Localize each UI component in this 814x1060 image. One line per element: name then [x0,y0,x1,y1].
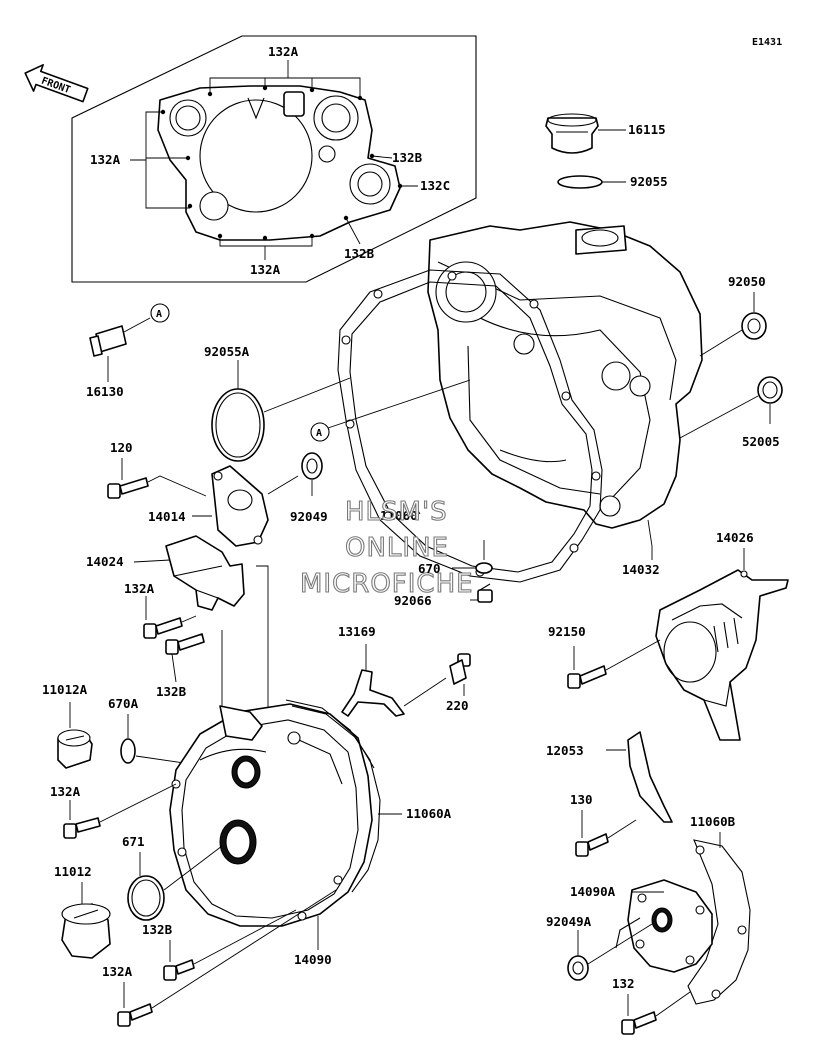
watermark-line-2: ONLINE [345,533,449,563]
bolt-132B-lower: 132B [142,909,297,981]
label-11060A: 11060A [406,806,452,821]
marker-A-2: A [316,428,322,439]
label-14032: 14032 [622,562,660,577]
seal-52005: 52005 [679,376,783,449]
label-132A-2: 132A [50,784,81,799]
label-16115: 16115 [628,122,666,137]
fitting-16130: A 16130 [86,303,170,399]
label-11060: 11060 [380,508,418,523]
label-11012A: 11012A [42,682,88,697]
marker-A-1: A [156,309,162,320]
label-92050: 92050 [728,274,766,289]
bolt-130: 130 [570,792,637,857]
label-14090A: 14090A [570,884,616,899]
bolt-220: 220 [446,653,471,713]
label-132B-inset-1: 132B [392,150,423,165]
label-14024: 14024 [86,554,124,569]
label-92150: 92150 [548,624,586,639]
label-14014: 14014 [148,509,186,524]
guard-14024: 14024 [86,535,245,611]
generator-cover-14090: 14090 [169,703,373,967]
gasket-11060B: 11060B [687,814,751,1005]
drain-plug-92066: 92066 [394,583,493,608]
label-130: 130 [570,792,593,807]
label-52005: 52005 [742,434,780,449]
label-132: 132 [612,976,635,991]
label-132B-2: 132B [142,922,173,937]
label-12053: 12053 [546,743,584,758]
label-220: 220 [446,698,469,713]
gasket-11060: 11060 [337,269,603,583]
label-11012: 11012 [54,864,92,879]
label-92049A: 92049A [546,914,592,929]
bolt-120: 120 [107,440,207,499]
watermark-line-3: MICROFICHE [300,569,474,599]
label-132A-inset-bottom: 132A [250,262,281,277]
label-670: 670 [418,561,441,576]
label-132A-1: 132A [124,581,155,596]
inset-frame [71,35,477,283]
label-671: 671 [122,834,145,849]
label-92049: 92049 [290,509,328,524]
drawing-code: E1431 [752,37,782,48]
bolt-132A-upper: 132A [124,581,197,639]
o-ring-92055: 92055 [557,174,668,189]
marker-A-callout: A [310,379,471,442]
oil-filler-cap-16115: 16115 [545,113,666,154]
bracket-13169: 13169 [338,624,447,717]
label-120: 120 [110,440,133,455]
chain-cover-14026: 14026 [655,530,789,741]
label-13169: 13169 [338,624,376,639]
label-92066: 92066 [394,593,432,608]
pump-cover-14090A: 14090A [570,879,713,973]
label-16130: 16130 [86,384,124,399]
bolt-92150: 92150 [548,624,661,689]
bolt-132B-upper: 132B [156,633,205,699]
watermark: HLSM'S ONLINE MICROFICHE [299,496,474,599]
oil-seal-92050: 92050 [699,274,767,357]
bolt-132A-middle: 132A [50,783,177,839]
o-ring-670A: 670A [108,696,233,771]
label-14090: 14090 [294,952,332,967]
label-14026: 14026 [716,530,754,545]
bolt-132A-lower: 132A [102,889,337,1027]
label-132A-inset-top: 132A [268,44,299,59]
front-arrow-icon: FRONT [24,63,89,103]
bolt-132: 132 [612,976,691,1035]
label-132A-3: 132A [102,964,133,979]
plug-11012A: 11012A [42,682,93,769]
leader-line-2 [256,565,269,758]
guide-12053: 12053 [546,731,673,823]
o-ring-671: 671 [122,834,223,921]
label-11060B: 11060B [690,814,736,829]
label-92055A: 92055A [204,344,250,359]
label-132C-inset: 132C [420,178,450,193]
cover-plate-14014: 14014 [148,465,299,547]
label-132B-1: 132B [156,684,187,699]
oil-seal-92049A: 92049A [546,914,653,981]
label-670A: 670A [108,696,139,711]
label-132A-inset-left: 132A [90,152,121,167]
label-132B-inset-2: 132B [344,246,375,261]
gasket-11060A: 11060A [285,699,452,893]
bolt-layout-inset: 132A 132A 132B 132C 132B 132A [71,35,477,283]
oil-seal-92049: 92049 [290,452,328,524]
watermark-line-1: HLSM'S [345,497,448,527]
label-92055: 92055 [630,174,668,189]
o-ring-670: 670 [418,540,493,576]
plug-11012: 11012 [54,864,111,959]
o-ring-92055A: 92055A [204,344,351,462]
